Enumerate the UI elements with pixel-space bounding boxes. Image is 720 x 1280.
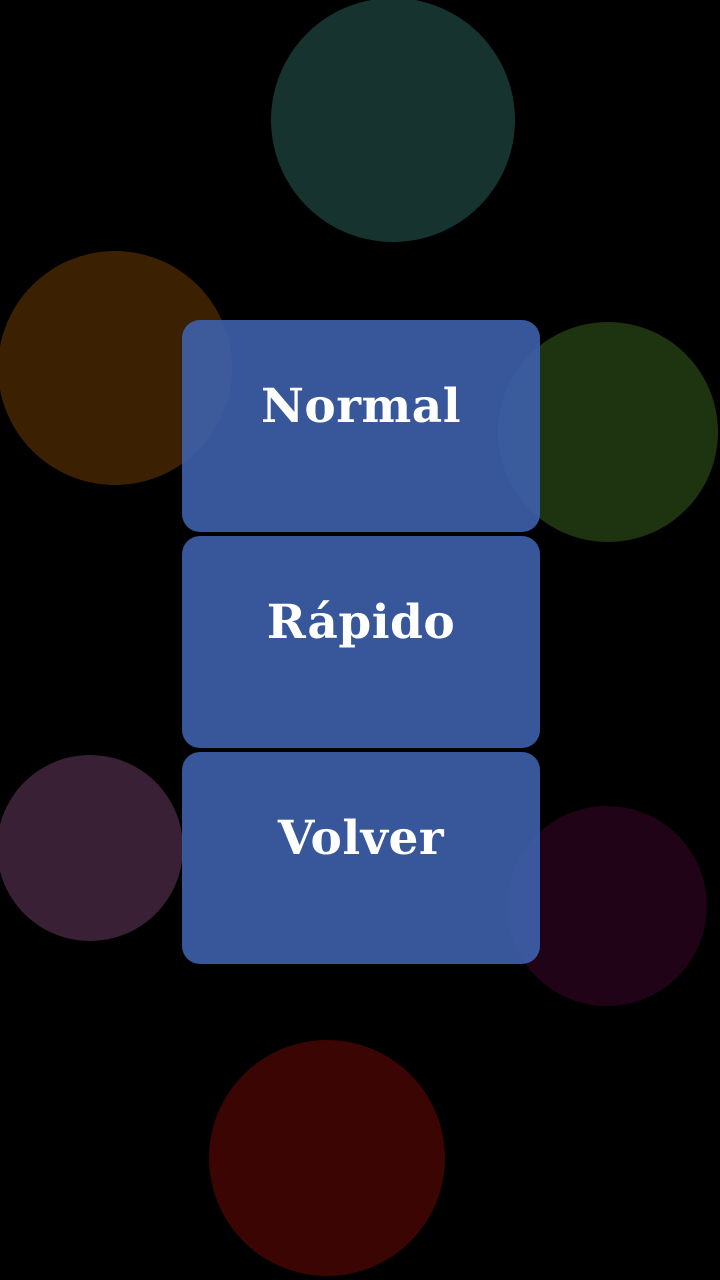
rapido-button[interactable]: Rápido: [182, 536, 540, 748]
rapido-button-label: Rápido: [266, 594, 456, 650]
circle-brown-left-icon: [0, 251, 232, 485]
circle-teal-top-icon: [271, 0, 515, 242]
normal-button-label: Normal: [260, 378, 462, 434]
difficulty-menu: Normal Rápido Volver: [182, 320, 540, 964]
circle-darkplum-right-icon: [507, 806, 707, 1006]
volver-button[interactable]: Volver: [182, 752, 540, 964]
normal-button[interactable]: Normal: [182, 320, 540, 532]
circle-darkred-bottom-icon: [209, 1040, 445, 1276]
circle-green-right-icon: [498, 322, 718, 542]
circle-purple-left-icon: [0, 755, 183, 941]
volver-button-label: Volver: [277, 810, 445, 866]
